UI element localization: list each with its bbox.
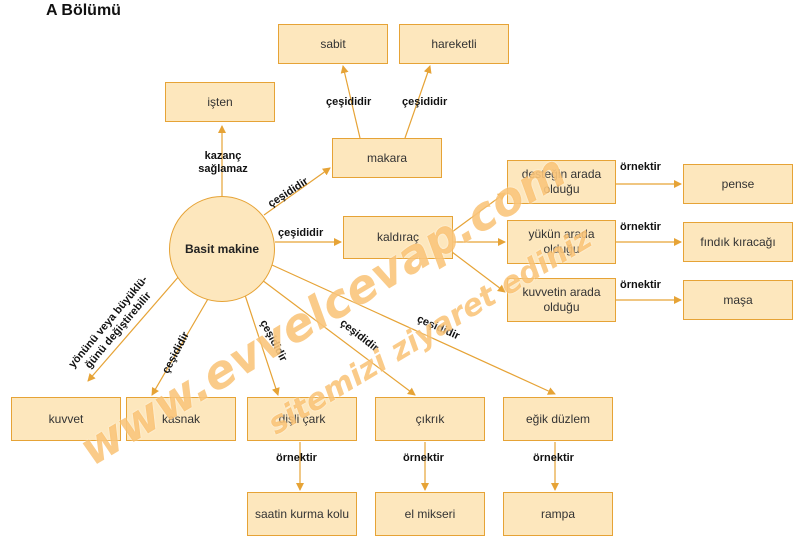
node-saatin-kurma-kolu: saatin kurma kolu — [247, 492, 357, 536]
edge-label-ornektir-findik: örnektir — [620, 221, 661, 233]
page-title: A Bölümü — [46, 2, 121, 19]
node-cikrik: çıkrık — [375, 397, 485, 441]
edge-label-ornektir-saatin: örnektir — [276, 452, 317, 464]
node-kaldirac: kaldıraç — [343, 216, 453, 259]
node-destek-arada: desteğin arada olduğu — [507, 160, 616, 204]
node-isten: işten — [165, 82, 275, 122]
edge-label-ornektir-pense: örnektir — [620, 161, 661, 173]
node-rampa: rampa — [503, 492, 613, 536]
node-egik-duzlem: eğik düzlem — [503, 397, 613, 441]
node-sabit: sabit — [278, 24, 388, 64]
node-kuvvet-arada: kuvvetin arada olduğu — [507, 278, 616, 322]
node-kasnak: kasnak — [126, 397, 236, 441]
line-center-disli — [243, 291, 280, 396]
node-masa: maşa — [683, 280, 793, 320]
line-center-kuvvet — [87, 274, 181, 382]
line-kaldirac-kuvvet — [451, 251, 506, 293]
node-disli-cark: dişli çark — [247, 397, 357, 441]
line-center-kasnak — [151, 291, 213, 396]
edge-label-ornektir-masa: örnektir — [620, 279, 661, 291]
line-center-egik — [271, 264, 556, 395]
line-makara-hareketli — [404, 65, 432, 139]
line-makara-sabit — [340, 65, 361, 139]
line-kaldirac-destek — [451, 192, 506, 233]
line-center-makara — [263, 167, 331, 216]
edge-label-ornektir-mikser: örnektir — [403, 452, 444, 464]
node-findik-kiracagi: fındık kıracağı — [683, 222, 793, 262]
edge-label-cesididir-sabit: çeşididir — [326, 96, 372, 108]
edge-label-cesididir-kaldirac: çeşididir — [278, 227, 324, 239]
node-makara: makara — [332, 138, 442, 178]
edge-label-ornektir-rampa: örnektir — [533, 452, 574, 464]
edge-label-kazanc-saglamaz: kazanç sağlamaz — [198, 150, 248, 175]
edge-label-cesididir-hareketli: çeşididir — [402, 96, 448, 108]
node-pense: pense — [683, 164, 793, 204]
line-center-cikrik — [261, 279, 416, 396]
node-hareketli: hareketli — [399, 24, 509, 64]
node-yuk-arada: yükün arada olduğu — [507, 220, 616, 264]
node-el-mikseri: el mikseri — [375, 492, 485, 536]
node-kuvvet: kuvvet — [11, 397, 121, 441]
center-node-basit-makine: Basit makine — [169, 196, 275, 302]
